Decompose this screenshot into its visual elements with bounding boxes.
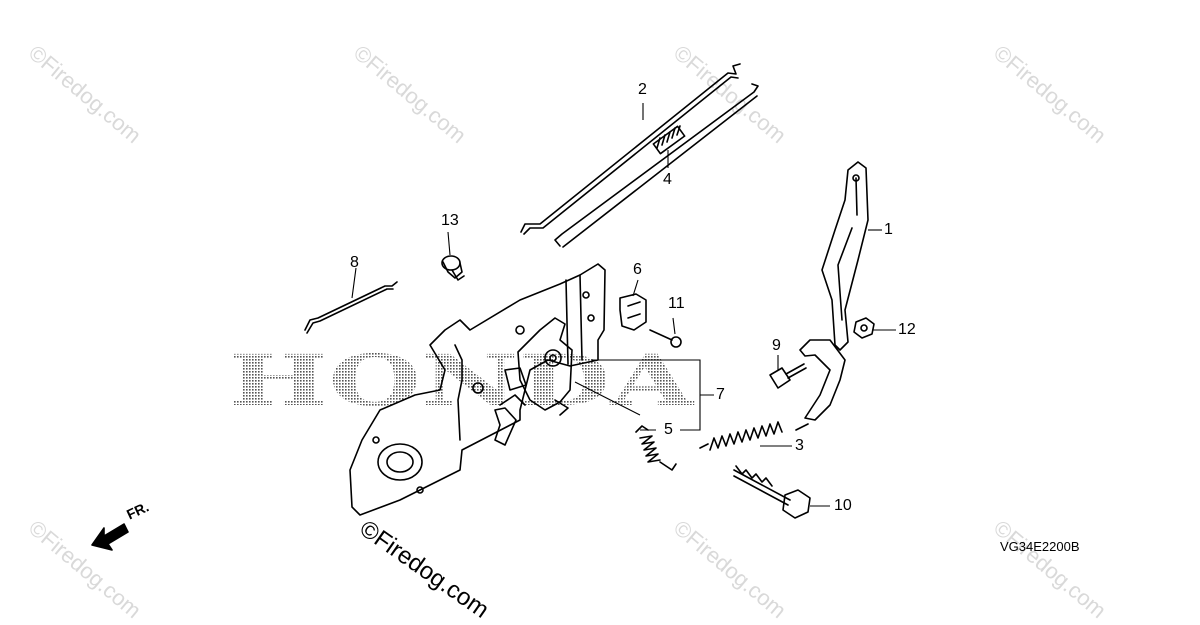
callout-6: 6 [633, 261, 642, 278]
front-arrow [91, 523, 129, 551]
callout-7: 7 [716, 386, 725, 403]
return-spring [635, 425, 677, 471]
callout-3: 3 [795, 437, 804, 454]
callout-8: 8 [350, 254, 359, 271]
throttle-rod [520, 63, 741, 235]
parts-diagram: ©Firedog.com ©Firedog.com ©Firedog.com ©… [24, 40, 1111, 624]
diagram-code: VG34E2200B [1000, 539, 1080, 554]
line-art [91, 63, 896, 551]
callout-5: 5 [664, 421, 673, 438]
arm-bolt [769, 363, 807, 389]
callout-4: 4 [663, 171, 672, 188]
callout-9: 9 [772, 337, 781, 354]
callout-13: 13 [441, 212, 459, 229]
rod-clip [441, 255, 465, 281]
callout-11: 11 [668, 295, 685, 312]
callout-10: 10 [834, 497, 852, 514]
callout-2: 2 [638, 81, 647, 98]
long-bolt [733, 465, 811, 519]
control-base-plate [349, 263, 606, 516]
governor-arm [799, 161, 869, 421]
callout-12: 12 [898, 321, 916, 338]
governor-rod [554, 83, 759, 248]
screw [649, 329, 682, 348]
callout-1: 1 [884, 221, 893, 238]
flange-nut [853, 317, 875, 339]
governor-spring [699, 421, 809, 451]
choke-bracket [619, 293, 647, 331]
choke-rod [304, 281, 398, 334]
